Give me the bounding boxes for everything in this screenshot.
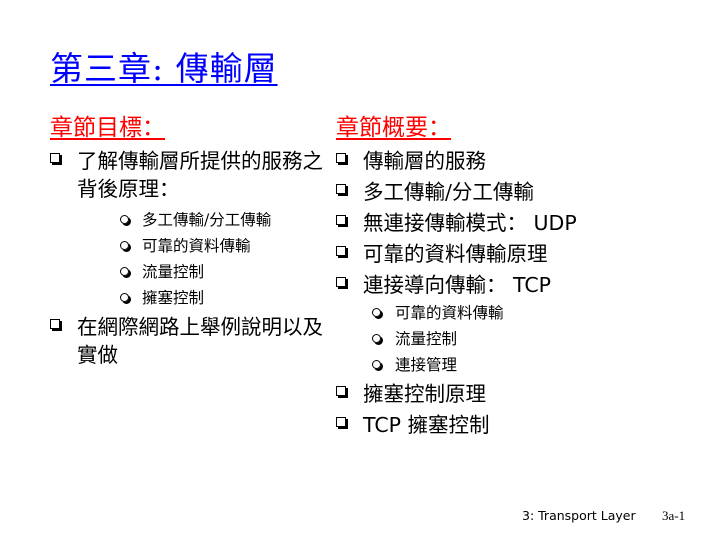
outline-column: 章節概要： 傳輸層的服務 多工傳輸/分工傳輸 無連接傳輸模式： UDP 可靠的資… <box>330 108 630 442</box>
list-item: 在網際網路上舉例說明以及實做 <box>44 313 324 369</box>
square-bullet-icon <box>336 184 346 194</box>
list-item: 無連接傳輸模式： UDP <box>330 209 630 237</box>
square-bullet-icon <box>50 153 60 163</box>
list-item: 擁塞控制原理 <box>330 380 630 408</box>
outline-heading: 章節概要： <box>336 115 451 141</box>
square-bullet-icon <box>50 319 60 329</box>
list-item: 傳輸層的服務 <box>330 147 630 175</box>
list-item: 多工傳輸/分工傳輸 <box>330 178 630 206</box>
footer-page-number: 3a-1 <box>662 508 686 523</box>
item-text: 擁塞控制 <box>407 413 490 437</box>
square-bullet-icon <box>336 417 346 427</box>
sub-list-item: 流量控制 <box>363 328 630 350</box>
item-text: 在網際網路上舉例說明以及實做 <box>77 315 323 367</box>
list-item: TCP 擁塞控制 <box>330 411 630 439</box>
list-item: 連接導向傳輸： TCP 可靠的資料傳輸 流量控制 連接管理 <box>330 271 630 376</box>
sub-list-item: 可靠的資料傳輸 <box>363 302 630 324</box>
item-text: 流量控制 <box>142 263 205 281</box>
item-text: 連接導向傳輸： <box>363 273 507 297</box>
circle-bullet-icon <box>120 293 129 302</box>
circle-bullet-icon <box>120 267 129 276</box>
goals-column: 章節目標： 了解傳輸層所提供的服務之背後原理： 多工傳輸/分工傳輸 可靠的資料傳… <box>44 108 324 372</box>
item-text: 擁塞控制原理 <box>363 382 486 406</box>
outline-list: 傳輸層的服務 多工傳輸/分工傳輸 無連接傳輸模式： UDP 可靠的資料傳輸原理 … <box>330 147 630 439</box>
item-text: 擁塞控制 <box>142 289 205 307</box>
circle-bullet-icon <box>372 360 381 369</box>
item-text: 連接管理 <box>395 356 458 374</box>
item-text: 可靠的資料傳輸 <box>395 304 504 322</box>
list-item: 了解傳輸層所提供的服務之背後原理： 多工傳輸/分工傳輸 可靠的資料傳輸 流量控制… <box>44 147 324 309</box>
sub-list-item: 連接管理 <box>363 354 630 376</box>
item-text: 流量控制 <box>395 330 458 348</box>
protocol-tag: TCP <box>513 273 552 297</box>
square-bullet-icon <box>336 215 346 225</box>
sub-list: 可靠的資料傳輸 流量控制 連接管理 <box>363 302 630 376</box>
sub-list-item: 流量控制 <box>77 261 324 283</box>
item-text: 傳輸層的服務 <box>363 149 486 173</box>
sub-list-item: 多工傳輸/分工傳輸 <box>77 209 324 231</box>
protocol-tag: UDP <box>533 211 577 235</box>
sub-list: 多工傳輸/分工傳輸 可靠的資料傳輸 流量控制 擁塞控制 <box>77 209 324 309</box>
square-bullet-icon <box>336 153 346 163</box>
protocol-tag: TCP <box>363 413 401 437</box>
circle-bullet-icon <box>120 215 129 224</box>
square-bullet-icon <box>336 277 346 287</box>
item-text: 可靠的資料傳輸 <box>142 237 251 255</box>
item-text: 多工傳輸/分工傳輸 <box>363 180 534 204</box>
footer-chapter-label: 3: Transport Layer <box>522 508 636 523</box>
square-bullet-icon <box>336 386 346 396</box>
goals-heading: 章節目標： <box>50 115 165 141</box>
item-text: 可靠的資料傳輸原理 <box>363 242 548 266</box>
list-item: 可靠的資料傳輸原理 <box>330 240 630 268</box>
goals-list: 了解傳輸層所提供的服務之背後原理： 多工傳輸/分工傳輸 可靠的資料傳輸 流量控制… <box>44 147 324 369</box>
item-text: 多工傳輸/分工傳輸 <box>142 211 272 229</box>
circle-bullet-icon <box>372 308 381 317</box>
square-bullet-icon <box>336 246 346 256</box>
item-text: 無連接傳輸模式： <box>363 211 527 235</box>
circle-bullet-icon <box>372 334 381 343</box>
circle-bullet-icon <box>120 241 129 250</box>
sub-list-item: 可靠的資料傳輸 <box>77 235 324 257</box>
slide-title: 第三章: 傳輸層 <box>50 49 278 88</box>
sub-list-item: 擁塞控制 <box>77 287 324 309</box>
item-text: 了解傳輸層所提供的服務之背後原理： <box>77 149 323 201</box>
